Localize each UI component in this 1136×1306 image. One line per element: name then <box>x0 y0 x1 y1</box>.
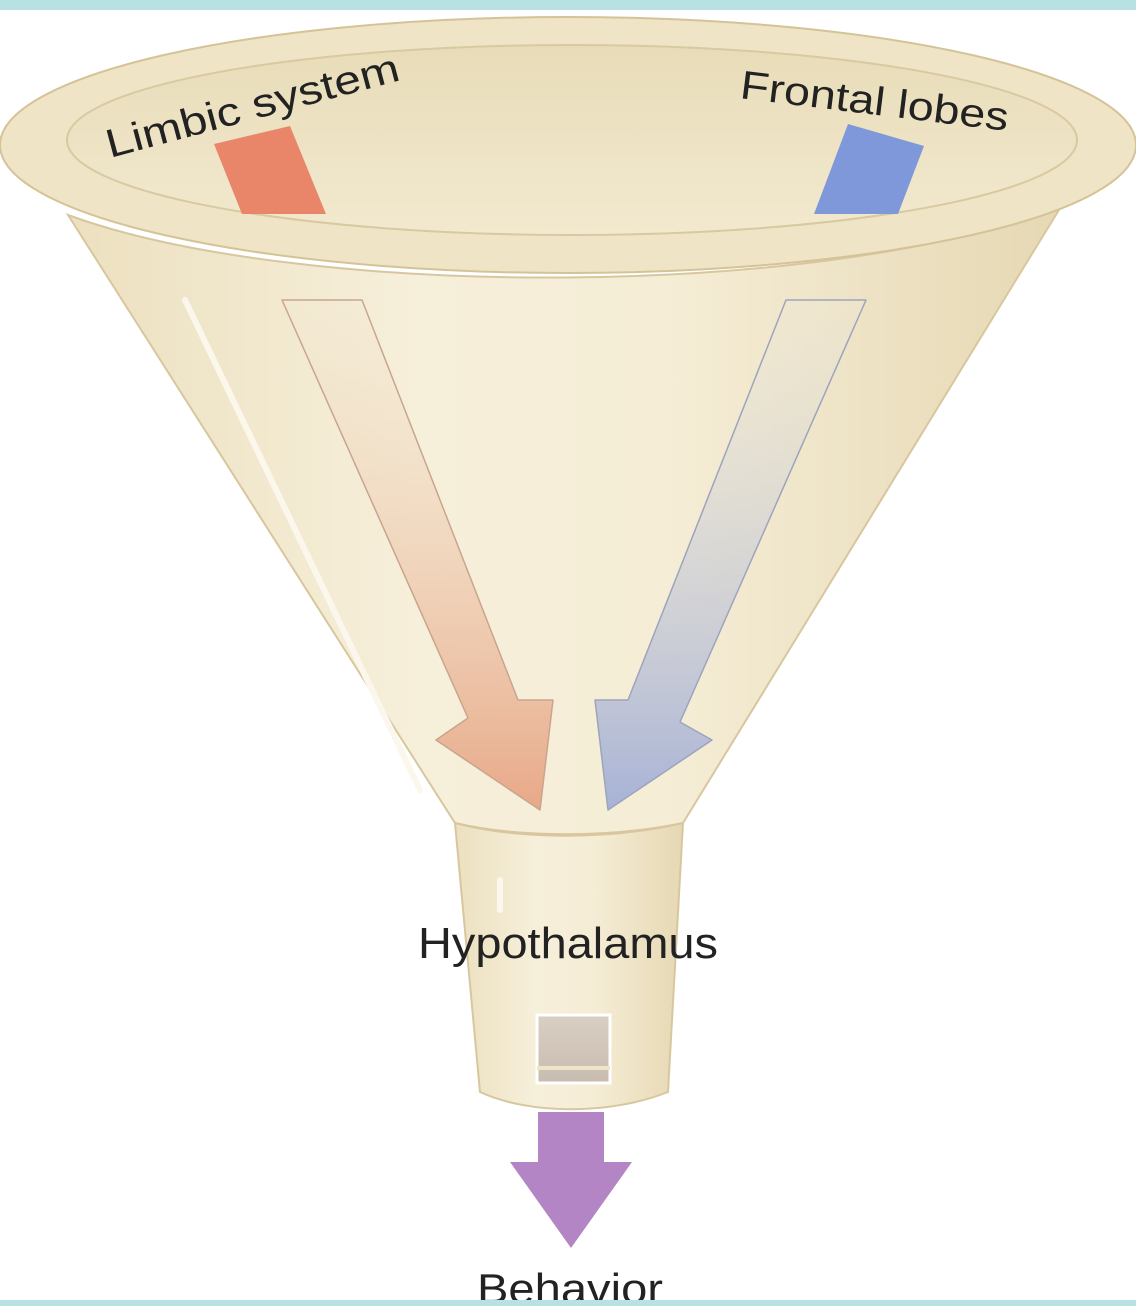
funnel-opening <box>67 45 1077 235</box>
funnel-cone <box>68 205 1062 834</box>
bottom-border <box>0 1300 1136 1306</box>
hypothalamus-gate <box>537 1015 610 1083</box>
behavior-arrow <box>510 1112 632 1248</box>
hypothalamus-label: Hypothalamus <box>418 919 718 968</box>
behavior-label: Behavior <box>477 1265 663 1300</box>
